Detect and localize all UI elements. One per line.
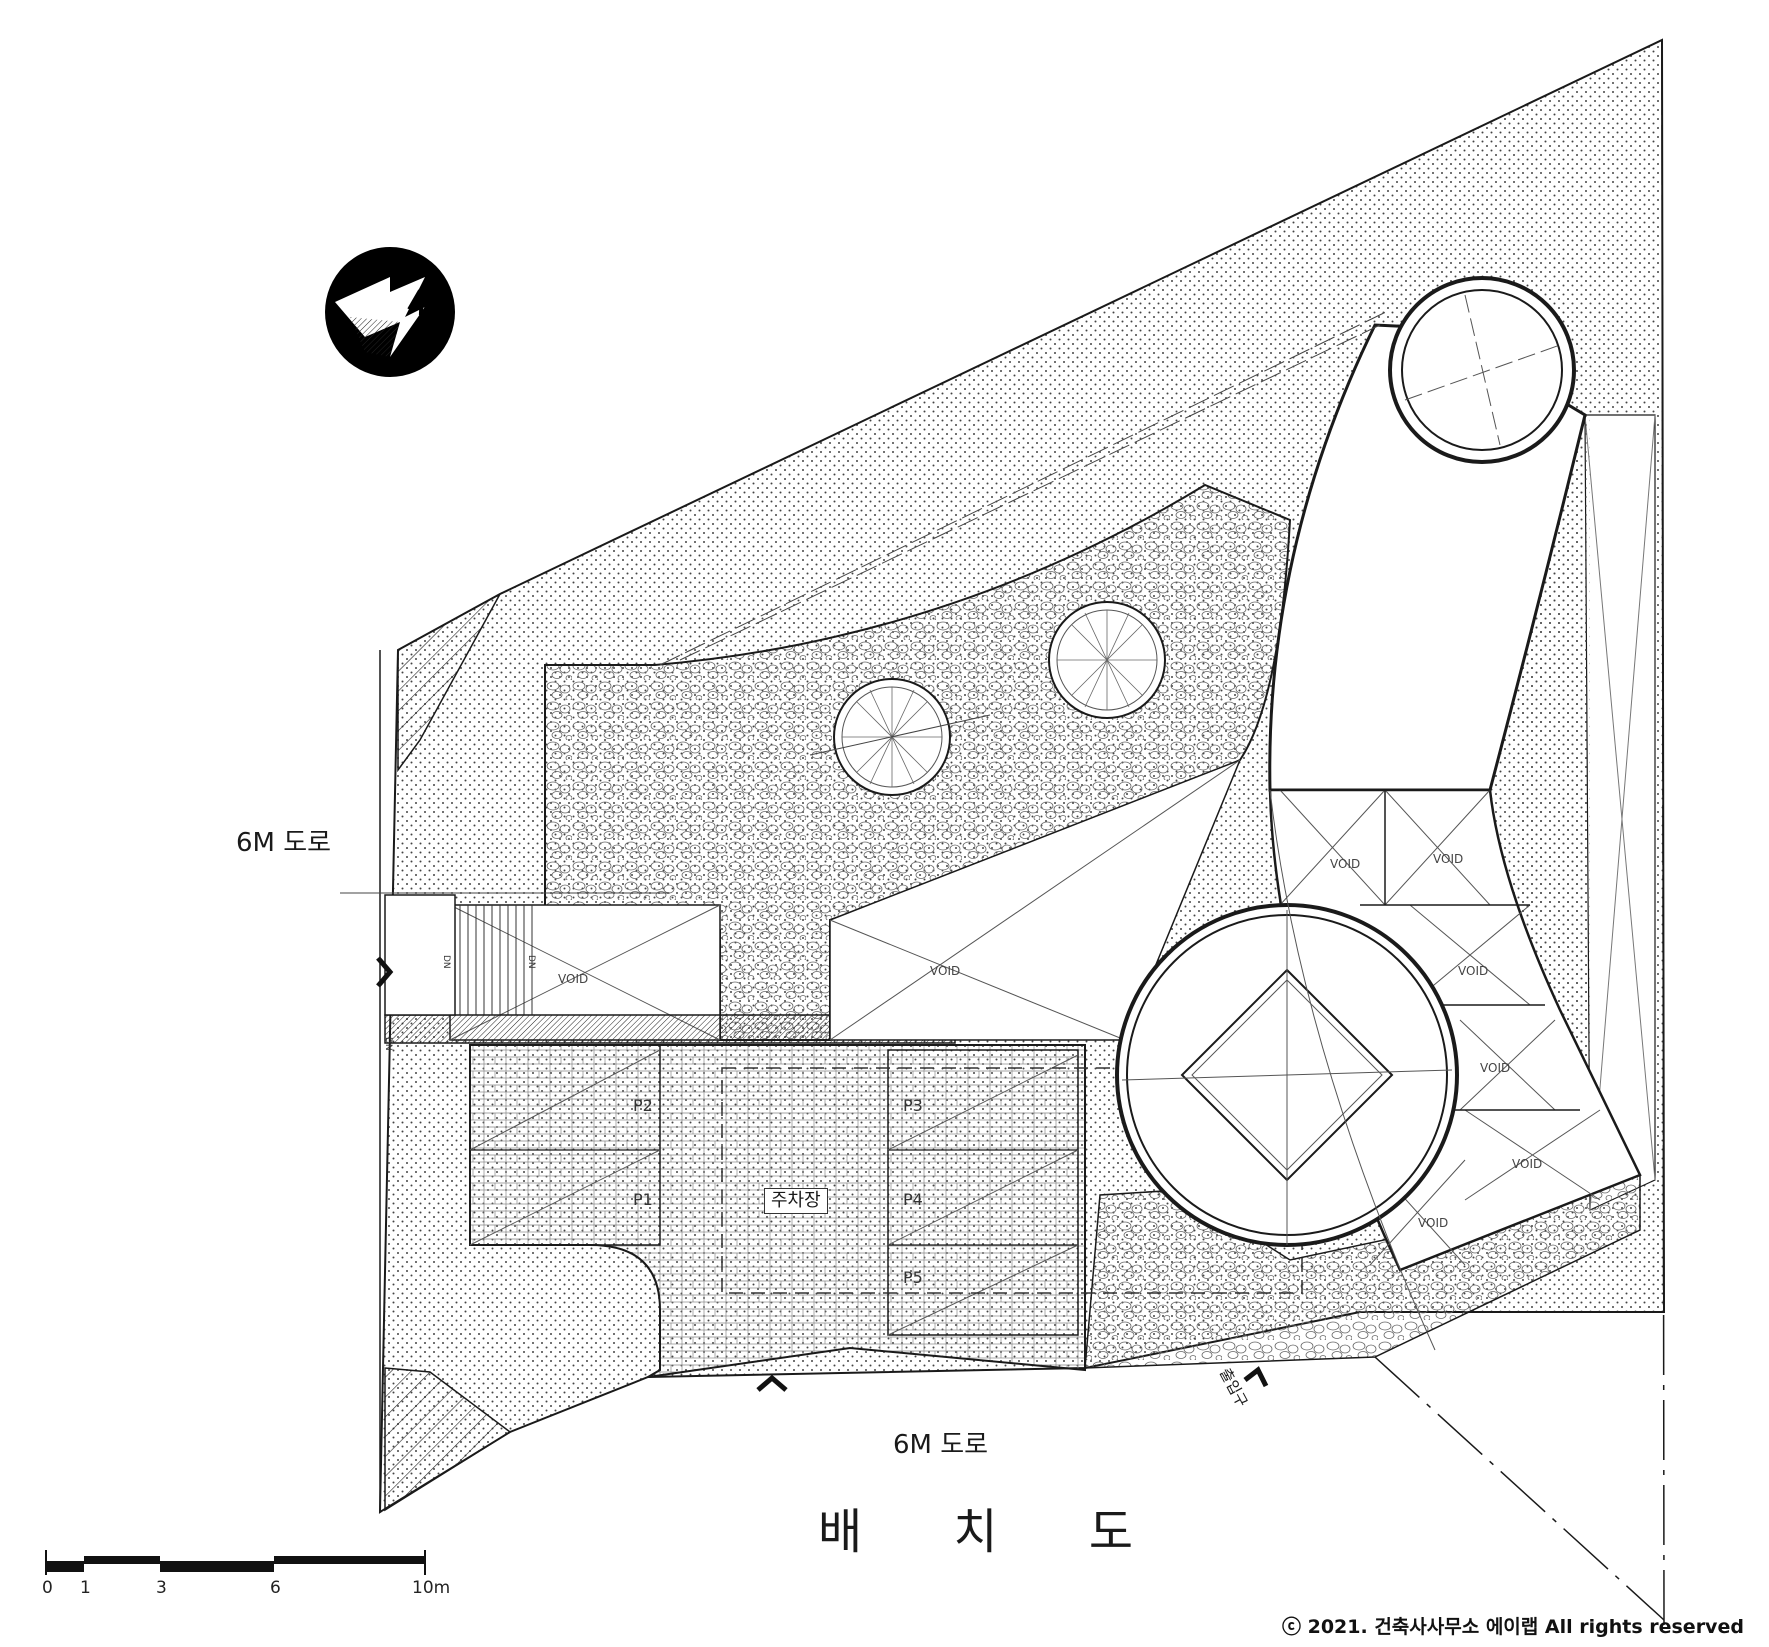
corner-hatch-sw [384,1367,512,1512]
road-label-west: 6M 도로 [236,828,332,858]
parking-space-p3: P3 [903,1096,923,1115]
scale-tick-3: 3 [156,1578,167,1598]
guide-lines [340,309,1391,894]
void-label-7: VOID [1512,1157,1543,1171]
stair-dn-3: DN [383,1037,393,1051]
copyright-notice: ⓒ 2021. 건축사사무소 에이랩 All rights reserved [1282,1616,1744,1638]
circle-main-building [1115,789,1459,1351]
parking-space-p2: P2 [633,1096,653,1115]
stair-dn-2: DN [526,955,536,969]
drawing-title: 배 치 도 [818,1504,1171,1560]
void-label-3: VOID [1330,857,1361,871]
stair-dn-1: DN [441,955,451,969]
scale-bar [45,1550,426,1575]
void-label-5: VOID [1458,964,1489,978]
circle-tower-north [1388,276,1576,464]
north-arrow-icon: N [325,247,455,377]
parking-space-p1: P1 [633,1190,653,1209]
void-label-4: VOID [1433,852,1464,866]
scale-tick-10m: 10m [412,1578,451,1598]
skylight-right [1048,601,1166,719]
corner-hatch-nw [397,592,502,773]
void-label-2: VOID [930,964,961,978]
parking-space-p4: P4 [903,1190,923,1209]
chevron-entry-icon [376,956,1269,1392]
scale-tick-0: 0 [42,1578,53,1598]
void-label-8: VOID [1418,1216,1449,1230]
void-label-1: VOID [558,972,589,986]
scale-tick-1: 1 [80,1578,91,1598]
scale-tick-6: 6 [270,1578,281,1598]
road-label-south: 6M 도로 [893,1430,989,1460]
parking-label: 주차장 [764,1188,828,1214]
parking-space-p5: P5 [903,1268,923,1287]
void-label-6: VOID [1480,1061,1511,1075]
